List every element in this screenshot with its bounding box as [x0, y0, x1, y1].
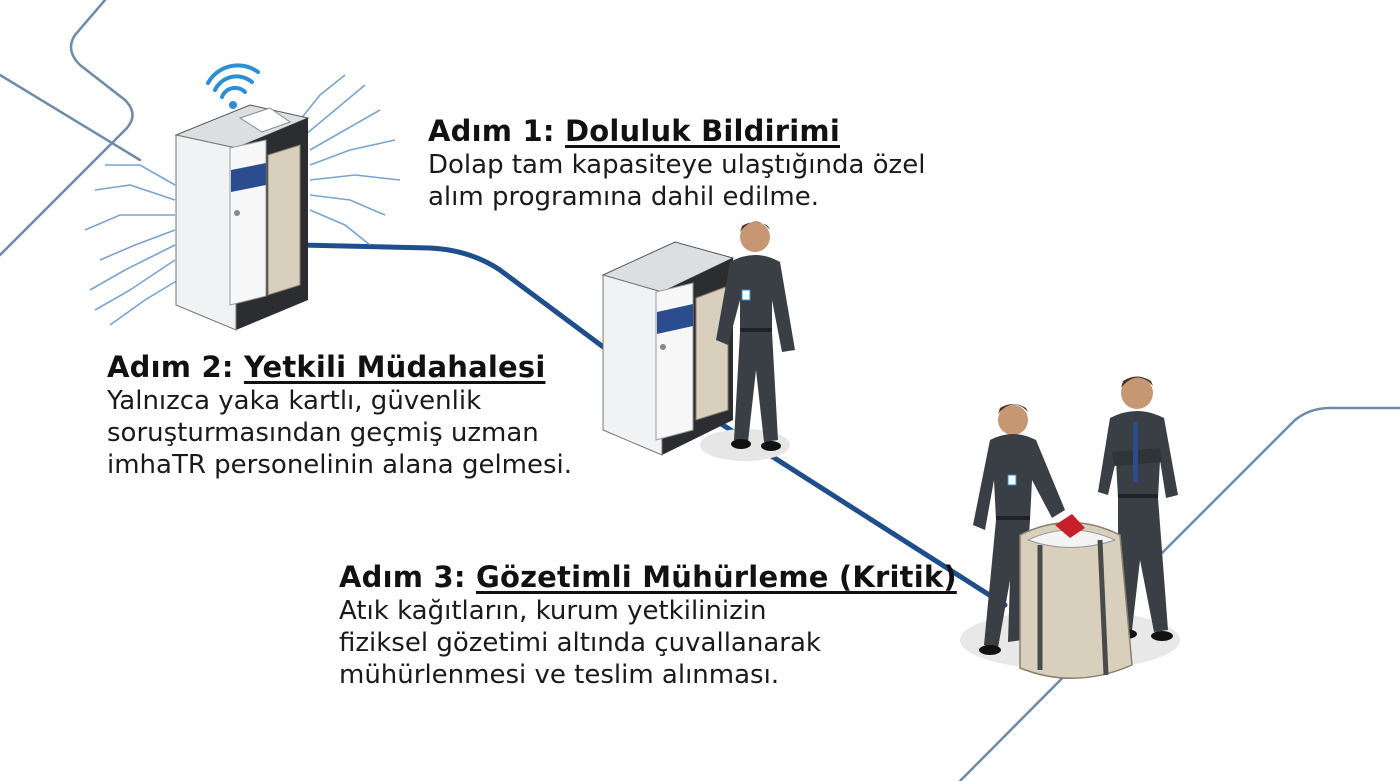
step-1: Adım 1: Doluluk Bildirimi Dolap tam kapa… — [428, 113, 925, 213]
step-1-prefix: Adım 1: — [428, 114, 555, 148]
step-3-line: Atık kağıtların, kurum yetkilinizin — [339, 596, 767, 626]
step-1-line: alım programına dahil edilme. — [428, 182, 820, 212]
seal-tie — [1055, 514, 1085, 538]
step-2-line: soruşturmasından geçmiş uzman — [107, 418, 539, 448]
cabinet-1 — [174, 104, 310, 331]
step-3-line: fiziksel gözetimi altında çuvallanarak — [339, 628, 821, 658]
step-2-title: Adım 2: Yetkili Müdahalesi — [107, 349, 572, 385]
step-3-name: Gözetimli Mühürleme (Kritik) — [475, 560, 957, 594]
bg-line-left — [0, 73, 142, 162]
worker-3 — [1098, 376, 1178, 641]
step-2-line: Yalnızca yaka kartlı, güvenlik — [107, 386, 482, 416]
step-2: Adım 2: Yetkili Müdahalesi Yalnızca yaka… — [107, 349, 572, 481]
step-2-description: Yalnızca yaka kartlı, güvenlik soruşturm… — [107, 385, 572, 481]
circuit-lines — [84, 74, 401, 326]
step-3-line: mühürlenmesi ve teslim alınması. — [339, 660, 780, 690]
bg-line-top-left — [0, 0, 134, 257]
worker-2 — [973, 404, 1065, 655]
path-segment-1 — [297, 242, 613, 355]
bg-line-right — [1158, 406, 1400, 557]
step-2-line: imhaTR personelinin alana gelmesi. — [107, 450, 573, 480]
step-1-description: Dolap tam kapasiteye ulaştığında özel al… — [428, 149, 925, 213]
step-3: Adım 3: Gözetimli Mühürleme (Kritik) Atı… — [339, 559, 957, 691]
step-3-description: Atık kağıtların, kurum yetkilinizin fizi… — [339, 595, 957, 691]
sealed-bag — [1019, 514, 1133, 680]
step-2-prefix: Adım 2: — [107, 350, 234, 384]
step-3-title: Adım 3: Gözetimli Mühürleme (Kritik) — [339, 559, 957, 595]
step-1-title: Adım 1: Doluluk Bildirimi — [428, 113, 925, 149]
step-1-line: Dolap tam kapasiteye ulaştığında özel — [428, 150, 926, 180]
step-2-name: Yetkili Müdahalesi — [243, 350, 546, 384]
wifi-icon — [206, 63, 260, 109]
cabinet-2 — [601, 241, 735, 456]
step-1-name: Doluluk Bildirimi — [564, 114, 840, 148]
step-3-prefix: Adım 3: — [339, 560, 466, 594]
worker-1 — [716, 221, 795, 451]
